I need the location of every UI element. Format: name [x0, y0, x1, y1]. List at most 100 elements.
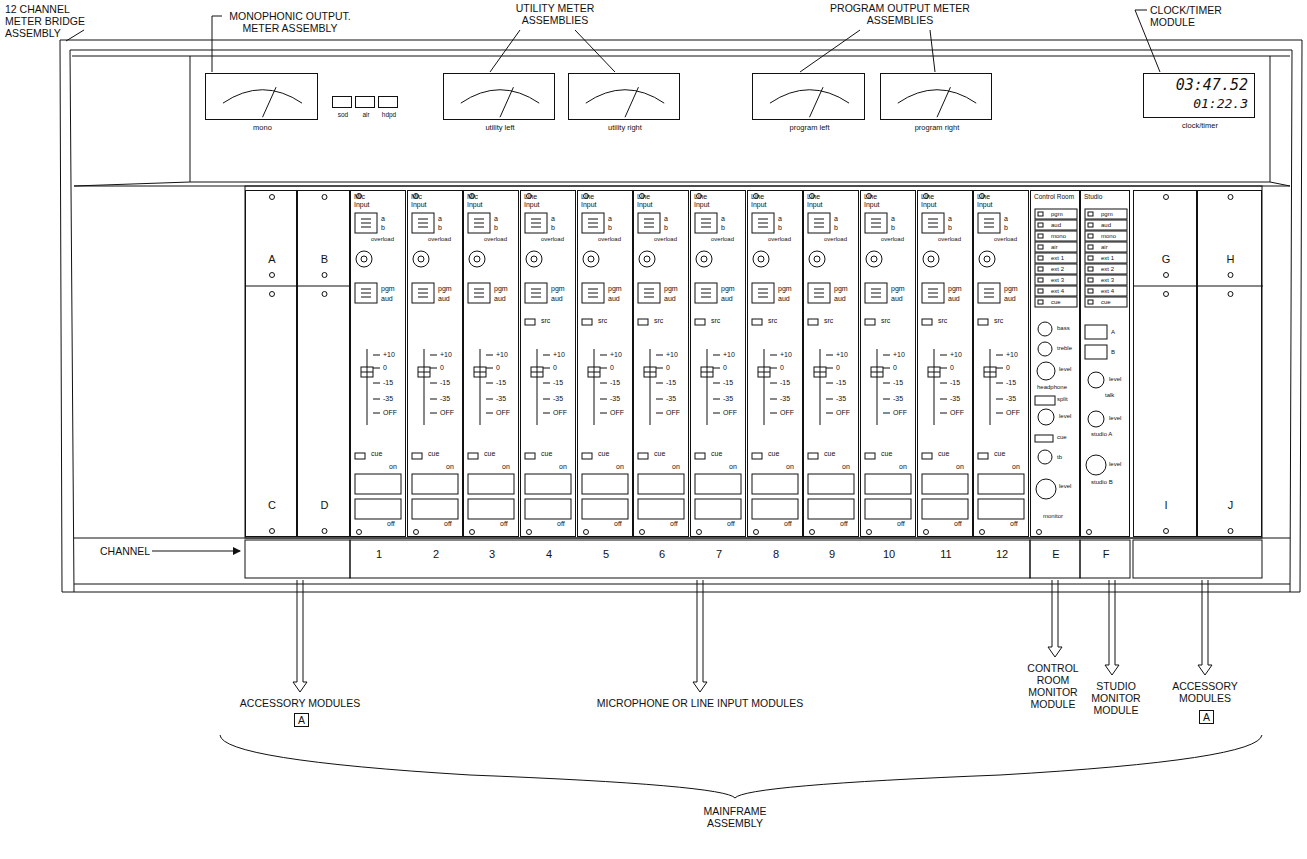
- panel-line: [713, 413, 720, 414]
- knob-circle: [1164, 292, 1169, 297]
- panel-line: [758, 289, 768, 290]
- panel-rect: [1035, 253, 1077, 263]
- channel-number: F: [1081, 548, 1131, 561]
- module-artwork: [918, 191, 974, 538]
- panel-line: [600, 399, 607, 400]
- callout-label: PROGRAM OUTPUT METER ASSEMBLIES: [830, 2, 970, 26]
- control-label: headphone: [1037, 384, 1067, 391]
- callout-label: STUDIO MONITOR MODULE: [1088, 680, 1144, 716]
- input-module: Line Inputaboverloadpgmaudsrc+100-15-35O…: [690, 190, 746, 537]
- panel-line: [531, 227, 541, 228]
- panel-line: [246, 286, 298, 287]
- panel-line: [263, 87, 277, 117]
- accessory-module: GI: [1133, 190, 1197, 537]
- channel-strip: [1133, 540, 1262, 578]
- panel-line: [537, 349, 538, 425]
- module-title: Mic Input: [467, 193, 493, 209]
- fader-scale: -35: [383, 395, 393, 403]
- panel-rect: [1038, 256, 1043, 260]
- indicator-label: overload: [824, 236, 847, 243]
- fader-scale: -15: [610, 379, 620, 387]
- bus-label: pgm: [664, 285, 678, 293]
- panel-rect: [865, 319, 875, 325]
- module-title: Line Input: [694, 193, 720, 209]
- knob-circle: [810, 530, 815, 535]
- panel-line: [373, 368, 380, 369]
- fader-scale: 0: [496, 364, 500, 372]
- panel-line: [984, 223, 994, 224]
- module-artwork: [464, 191, 520, 538]
- bus-label: aud: [778, 295, 790, 303]
- panel-rect: [468, 499, 514, 519]
- module-title: Mic Input: [411, 193, 437, 209]
- panel-line: [644, 297, 654, 298]
- panel-line: [594, 349, 595, 425]
- panel-rect: [525, 319, 535, 325]
- selector-label: pgm: [1101, 211, 1113, 218]
- knob-circle: [639, 251, 655, 267]
- panel-line: [474, 297, 484, 298]
- hollow-arrow: [1048, 580, 1062, 657]
- knob-circle: [696, 251, 712, 267]
- panel-rect: [355, 213, 377, 233]
- knob-circle: [1037, 530, 1042, 535]
- panel-line: [877, 349, 878, 425]
- panel-line: [940, 368, 947, 369]
- fader-scale: 0: [780, 364, 784, 372]
- channel-number: 7: [691, 548, 747, 561]
- panel-line: [826, 368, 833, 369]
- control-label: tb: [1057, 454, 1062, 461]
- panel-rect: [865, 499, 911, 519]
- indicator-label: b: [834, 224, 838, 232]
- panel-line: [871, 219, 881, 220]
- panel-line: [644, 227, 654, 228]
- selector-label: ext 1: [1051, 255, 1064, 262]
- indicator-label: overload: [881, 236, 904, 243]
- knob-circle: [470, 530, 475, 535]
- indicator-label: b: [778, 224, 782, 232]
- panel-rect: [361, 367, 373, 377]
- bus-label: pgm: [891, 285, 905, 293]
- panel-line: [418, 223, 428, 224]
- button-label: on: [446, 463, 454, 471]
- panel-line: [758, 372, 770, 373]
- bus-label: pgm: [608, 285, 622, 293]
- fader-scale: +10: [836, 351, 848, 359]
- indicator-label: b: [1004, 224, 1008, 232]
- panel-rect: [1085, 242, 1127, 252]
- panel-line: [770, 383, 777, 384]
- selector-label: ext 3: [1051, 277, 1064, 284]
- panel-line: [418, 219, 428, 220]
- meter-assembly: program right: [880, 73, 992, 120]
- panel-line: [928, 227, 938, 228]
- indicator-label: a: [778, 215, 782, 223]
- panel-line: [1134, 286, 1198, 287]
- knob-circle: [322, 529, 327, 534]
- panel-line: [430, 368, 437, 369]
- panel-rect: [978, 283, 1000, 303]
- panel-line: [940, 355, 947, 356]
- panel-rect: [1035, 435, 1053, 442]
- panel-line: [656, 399, 663, 400]
- button-label: off: [387, 520, 395, 528]
- fader-scale: -15: [553, 379, 563, 387]
- panel-line: [361, 227, 371, 228]
- control-label: level: [1109, 461, 1121, 468]
- panel-line: [984, 289, 994, 290]
- panel-line: [625, 87, 638, 117]
- panel-line: [871, 223, 881, 224]
- meter-scale: [770, 90, 849, 103]
- channel-number: 12: [974, 548, 1030, 561]
- fader-scale: 0: [610, 364, 614, 372]
- button-label: off: [1010, 520, 1018, 528]
- panel-line: [531, 297, 541, 298]
- panel-line: [430, 383, 437, 384]
- module-artwork: [1198, 191, 1263, 538]
- panel-rect: [638, 474, 684, 494]
- panel-line: [644, 223, 654, 224]
- control-label: talk: [1105, 392, 1114, 399]
- channel-number: 8: [748, 548, 804, 561]
- panel-line: [928, 293, 938, 294]
- indicator-button: hdpd: [378, 96, 398, 108]
- selector-label: ext 3: [1101, 277, 1114, 284]
